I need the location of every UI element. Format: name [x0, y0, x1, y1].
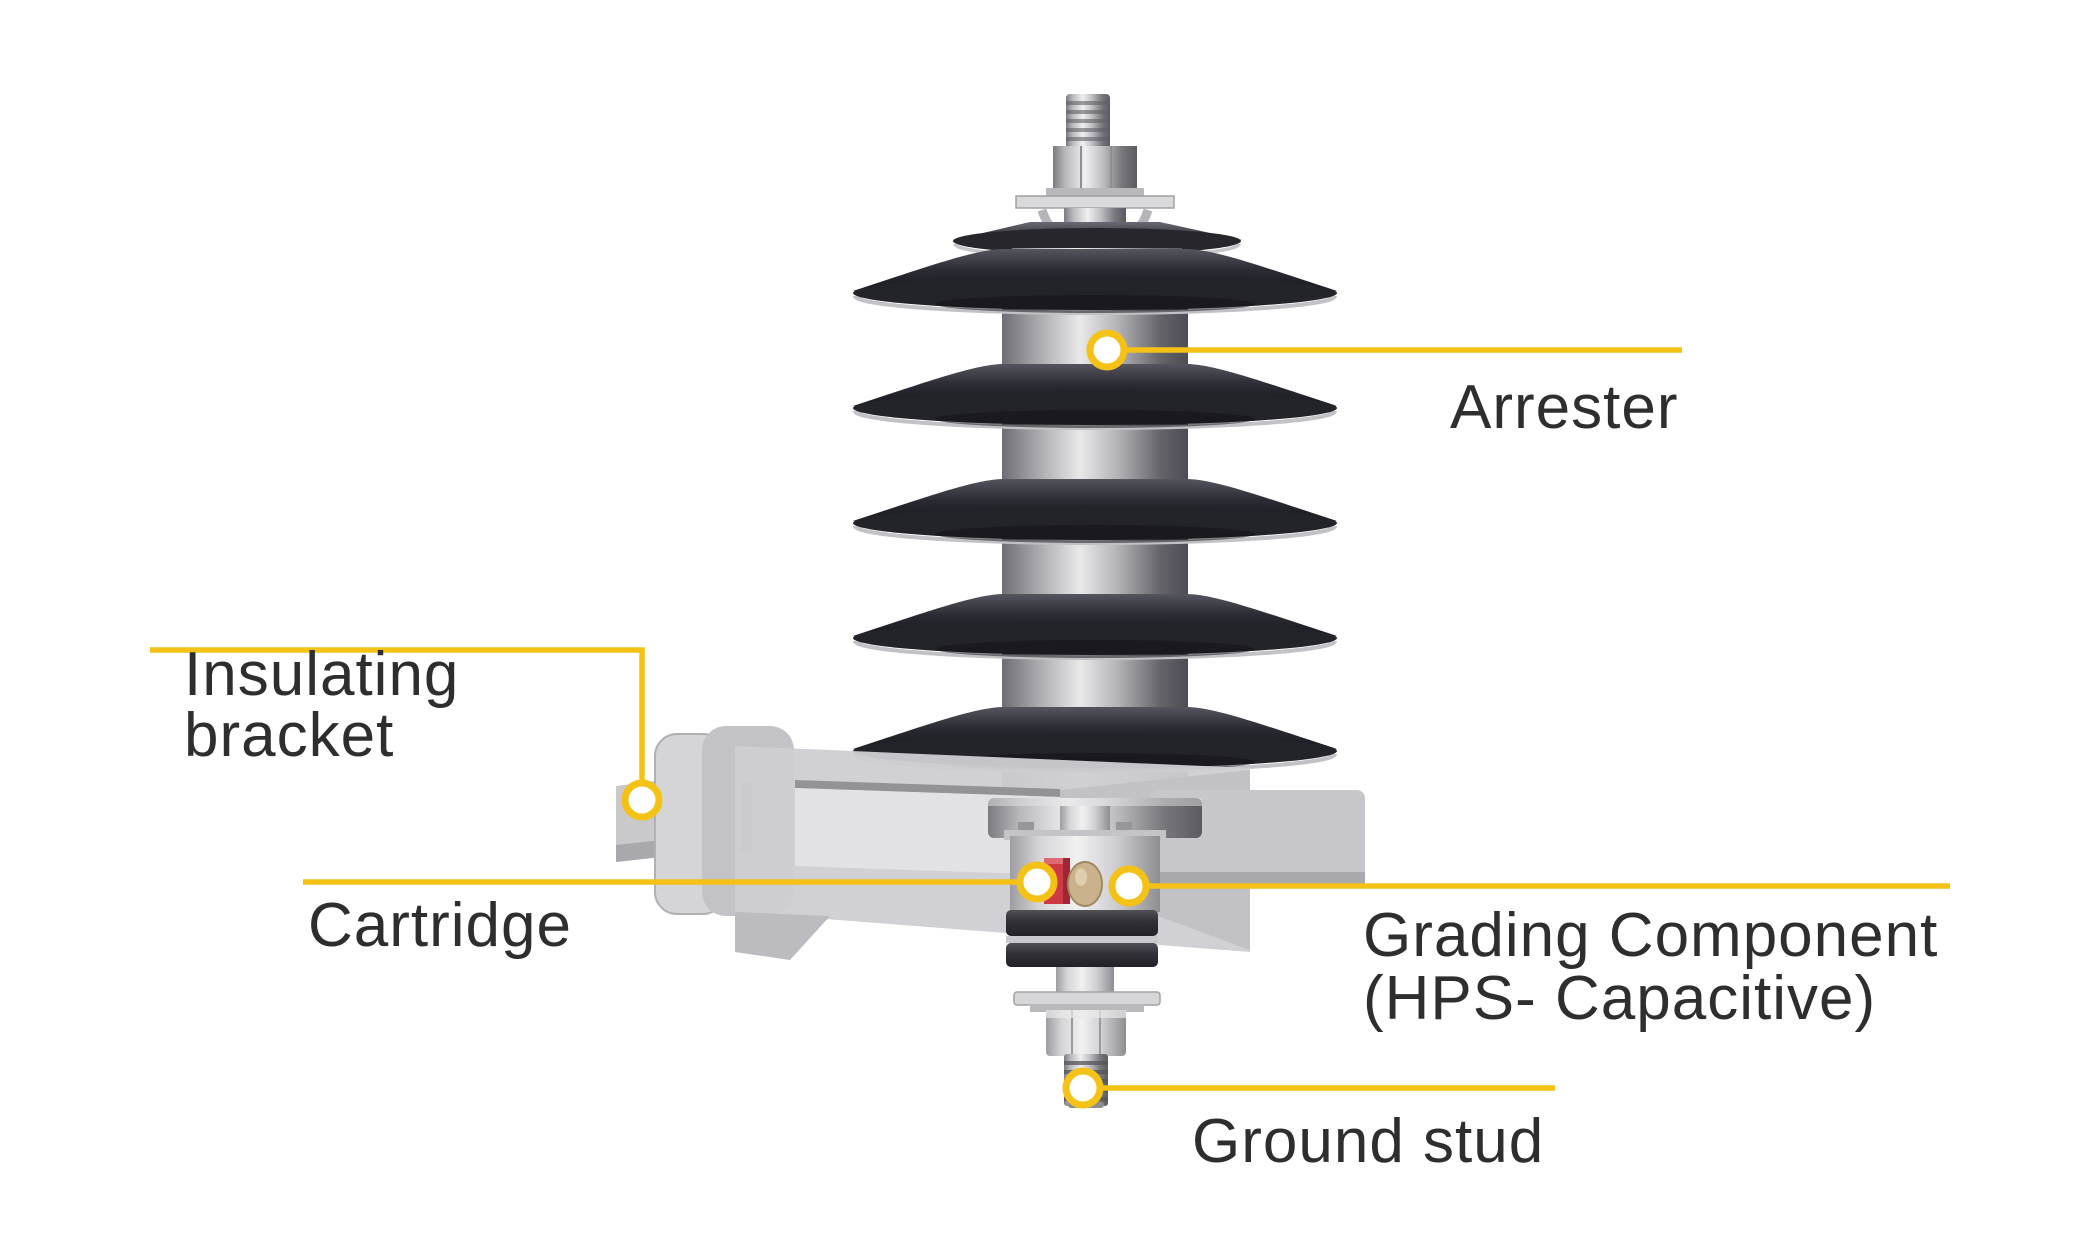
shed-3	[851, 477, 1339, 545]
callout-dot-grading-component	[1108, 865, 1150, 907]
grading-component-label-line2: (HPS- Capacitive)	[1363, 964, 1877, 1033]
grading-component-label: Grading Component (HPS- Capacitive)	[1363, 904, 1938, 1030]
callout-grading-component	[1108, 865, 1950, 907]
grading-component-part	[1067, 861, 1103, 907]
bottom-assembly	[988, 798, 1202, 1108]
callouts	[150, 329, 1950, 1109]
callout-dot-cartridge	[1016, 861, 1058, 903]
callout-dot-arrester	[1086, 329, 1128, 371]
callout-cartridge	[303, 861, 1058, 903]
cartridge-label: Cartridge	[308, 891, 572, 960]
grading-component-label-line1: Grading Component	[1363, 901, 1939, 970]
arrester-label: Arrester	[1450, 373, 1679, 442]
callout-insulating-bracket	[150, 647, 663, 821]
callout-dot-ground-stud	[1062, 1067, 1104, 1109]
callout-ground-stud	[1062, 1067, 1555, 1109]
shed-2	[851, 362, 1339, 430]
line-terminal-stud	[1015, 94, 1175, 245]
thread-ridges	[1066, 101, 1110, 141]
insulating-bracket-label: Insulating bracket	[184, 640, 460, 770]
callout-dot-insulating-bracket	[621, 779, 663, 821]
shed-1	[851, 247, 1339, 315]
shed-4	[851, 592, 1339, 660]
arrester-illustration	[616, 94, 1365, 1108]
callout-arrester	[1086, 329, 1682, 371]
ground-stud-label: Ground stud	[1192, 1107, 1545, 1176]
